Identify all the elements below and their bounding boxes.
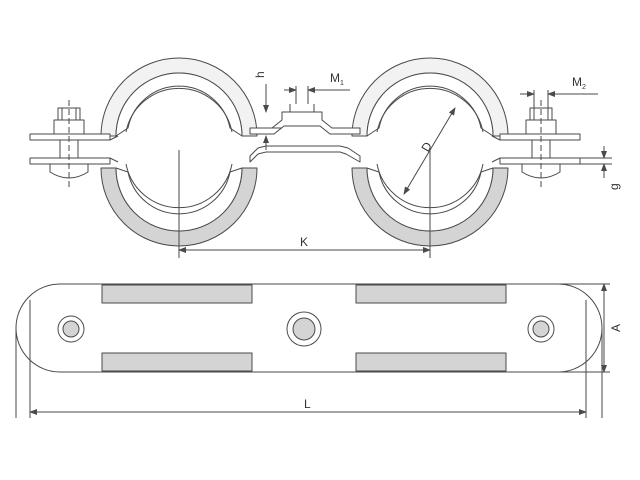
label-m2-sub: 2: [582, 84, 586, 91]
label-h: h: [253, 71, 267, 78]
dimension-d: [403, 107, 456, 195]
dimension-g: [580, 146, 612, 178]
label-m1-sub: 1: [340, 80, 344, 87]
label-a: A: [609, 324, 623, 332]
dimension-m2: [520, 90, 598, 108]
label-k: K: [300, 235, 308, 249]
left-upper-clamp: [100, 57, 258, 137]
left-bolt: [49, 100, 89, 190]
label-m1: M: [330, 71, 340, 85]
right-upper-clamp: [351, 57, 509, 137]
plate-slots: [101, 284, 507, 372]
right-bolt: [521, 100, 561, 190]
dimension-a: [560, 283, 610, 373]
left-lower-clamp: [100, 163, 258, 247]
label-g: g: [607, 183, 621, 190]
right-flange: [491, 133, 581, 165]
label-d: D: [418, 139, 435, 154]
dimension-l: [15, 300, 603, 418]
dimension-h: [262, 84, 282, 150]
label-m2: M: [572, 75, 582, 89]
plate-holes: [57, 311, 555, 347]
dimension-m1: [284, 86, 350, 98]
right-lower-clamp: [351, 163, 509, 247]
label-l: L: [304, 397, 311, 411]
